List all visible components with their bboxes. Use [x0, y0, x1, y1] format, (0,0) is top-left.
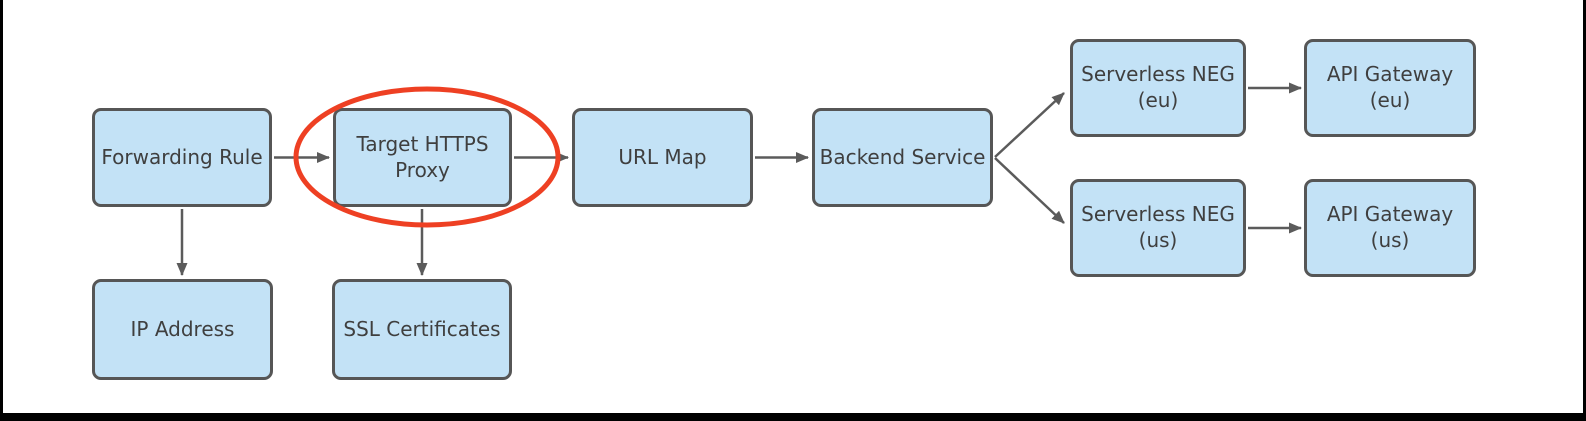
frame-border-left	[0, 0, 3, 421]
node-label: Backend Service	[819, 144, 986, 169]
frame-border-bottom	[0, 413, 1586, 421]
node-label: API Gateway (eu)	[1326, 62, 1454, 112]
node-label: SSL Certificates	[343, 316, 501, 341]
node-label: Forwarding Rule	[101, 144, 263, 169]
node-target-https-proxy: Target HTTPS Proxy	[333, 108, 512, 207]
node-serverless-neg-eu: Serverless NEG (eu)	[1070, 39, 1246, 137]
node-serverless-neg-us: Serverless NEG (us)	[1070, 179, 1246, 277]
node-api-gateway-us: API Gateway (us)	[1304, 179, 1476, 277]
node-label: Target HTTPS Proxy	[356, 131, 489, 182]
frame-border-right	[1583, 0, 1586, 421]
node-label: IP Address	[130, 316, 235, 341]
node-label: Serverless NEG (eu)	[1081, 62, 1235, 112]
node-label: URL Map	[618, 144, 707, 169]
node-ssl-certificates: SSL Certificates	[332, 279, 512, 380]
node-backend-service: Backend Service	[812, 108, 993, 207]
node-forwarding-rule: Forwarding Rule	[92, 108, 272, 207]
node-api-gateway-eu: API Gateway (eu)	[1304, 39, 1476, 137]
node-url-map: URL Map	[572, 108, 753, 207]
node-label: API Gateway (us)	[1326, 202, 1454, 252]
node-ip-address: IP Address	[92, 279, 273, 380]
node-label: Serverless NEG (us)	[1081, 202, 1235, 252]
